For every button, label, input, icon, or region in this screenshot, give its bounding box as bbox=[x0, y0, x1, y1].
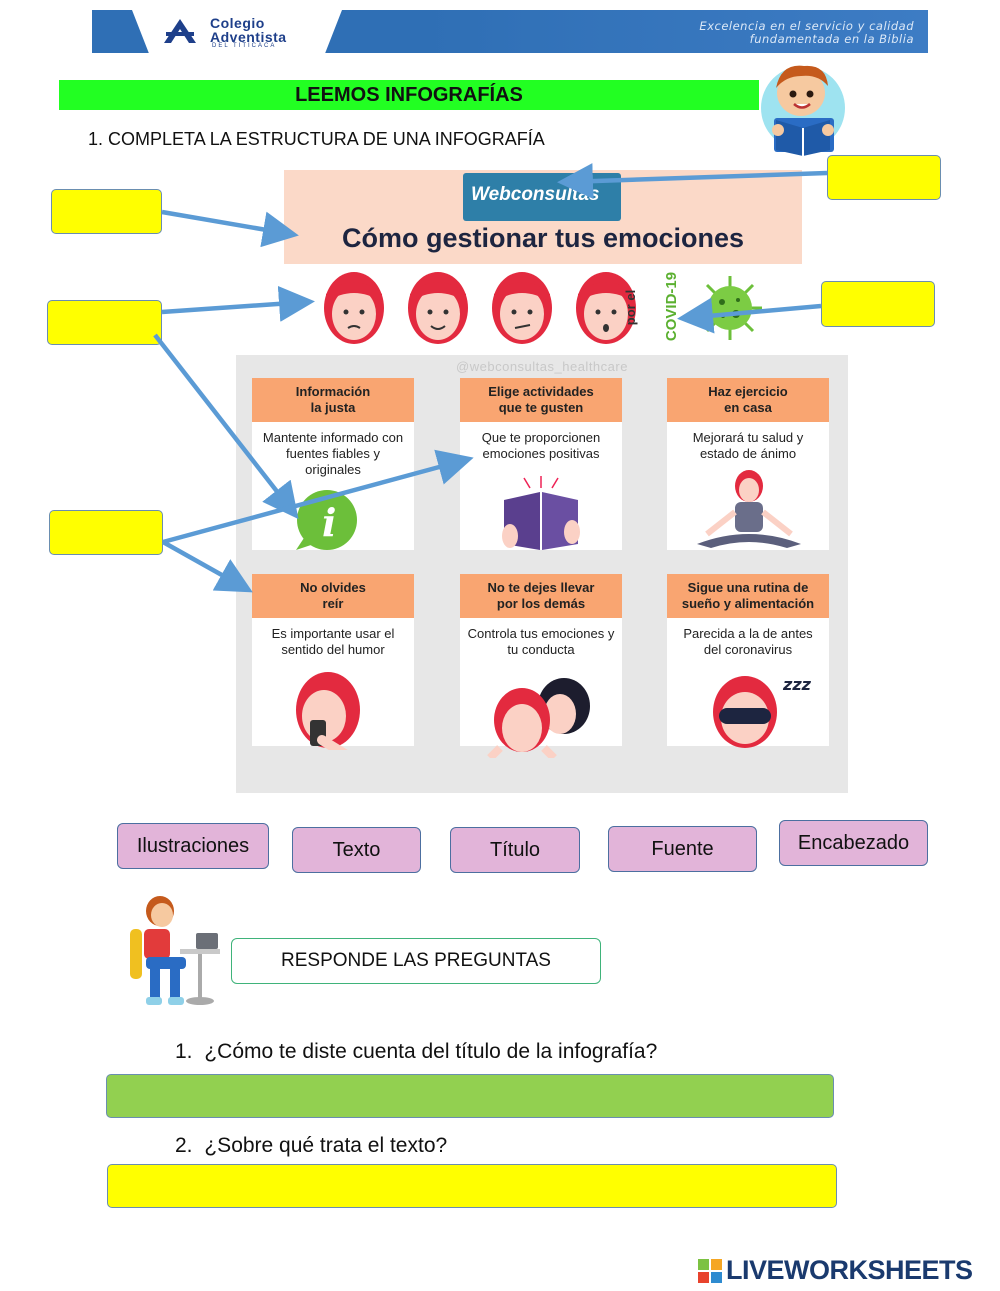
card-heading: Elige actividades que te gusten bbox=[460, 378, 622, 422]
card-text: Parecida a la de antes del coronavirus bbox=[683, 626, 813, 657]
logo-panel bbox=[132, 10, 342, 53]
responde-heading: RESPONDE LAS PREGUNTAS bbox=[231, 938, 601, 984]
face-3 bbox=[492, 272, 552, 344]
face-2 bbox=[408, 272, 468, 344]
word-chip-titulo[interactable]: Título bbox=[450, 827, 580, 873]
question-number: 2. bbox=[175, 1134, 193, 1157]
card-heading: Sigue una rutina de sueño y alimentación bbox=[667, 574, 829, 618]
infographic-watermark: @webconsultas_healthcare bbox=[456, 359, 628, 374]
card-text: Controla tus emociones y tu conducta bbox=[467, 626, 615, 657]
question-1: 1. ¿Cómo te diste cuenta del título de l… bbox=[175, 1040, 657, 1064]
school-name-line2: Adventista bbox=[210, 29, 287, 45]
card-text: Mantente informado con fuentes fiables y… bbox=[262, 430, 404, 477]
answer-input-2[interactable] bbox=[107, 1164, 837, 1208]
emotion-faces-illustration bbox=[324, 272, 762, 344]
covid-name-text: COVID-19 bbox=[663, 271, 681, 342]
sleeping-girl-icon: zzz bbox=[713, 675, 812, 748]
card-reir: No olvides reír Es importante usar el se… bbox=[252, 574, 414, 750]
question-number: 1. bbox=[175, 1040, 193, 1063]
word-chip-fuente[interactable]: Fuente bbox=[608, 826, 757, 872]
school-motto: Excelencia en el servicio y calidad fund… bbox=[699, 20, 914, 46]
arrow-to-faces bbox=[161, 285, 315, 322]
worksheet-title-bar: LEEMOS INFOGRAFÍAS bbox=[59, 80, 759, 110]
arrow-to-card bbox=[161, 540, 253, 593]
motto-line1: Excelencia en el servicio y calidad bbox=[699, 19, 914, 33]
answer-input-1[interactable] bbox=[106, 1074, 834, 1118]
liveworksheets-logo-text: LIVEWORKSHEETS bbox=[726, 1255, 973, 1285]
laughing-girl-icon bbox=[296, 672, 360, 750]
boy-reading-illustration bbox=[761, 65, 845, 156]
question-text: ¿Cómo te diste cuenta del título de la i… bbox=[204, 1040, 658, 1063]
school-logo-icon bbox=[164, 19, 196, 43]
two-people-icon bbox=[487, 678, 590, 758]
card-text: Es importante usar el sentido del humor bbox=[271, 626, 395, 657]
label-box-illustrations[interactable] bbox=[47, 300, 162, 345]
label-box-header[interactable] bbox=[821, 281, 935, 327]
instruction-text: 1. COMPLETA LA ESTRUCTURA DE UNA INFOGRA… bbox=[88, 129, 545, 149]
source-logo-text: Webconsultas bbox=[471, 184, 600, 205]
liveworksheets-logo: LIVEWORKSHEETS bbox=[698, 1255, 998, 1285]
school-name-line1: Colegio bbox=[210, 15, 265, 31]
school-name: Colegio Adventista bbox=[210, 16, 287, 44]
source-logo: Webconsultas bbox=[463, 173, 621, 221]
covid-label: por el COVID-19 bbox=[623, 270, 681, 350]
card-heading: No olvides reír bbox=[252, 574, 414, 618]
label-box-source[interactable] bbox=[827, 155, 941, 200]
school-subtitle: DEL TITICACA bbox=[212, 43, 277, 49]
face-4 bbox=[576, 272, 636, 344]
face-1 bbox=[324, 272, 384, 344]
boy-computer-illustration bbox=[130, 896, 220, 1005]
label-box-text[interactable] bbox=[49, 510, 163, 555]
card-text: Mejorará tu salud y estado de ánimo bbox=[692, 430, 804, 461]
motto-line2: fundamentada en la Biblia bbox=[749, 32, 914, 46]
card-heading: No te dejes llevar por los demás bbox=[460, 574, 622, 618]
school-banner: Colegio Adventista DEL TITICACA Excelenc… bbox=[92, 10, 928, 53]
covid-by-text: por el bbox=[623, 289, 639, 326]
question-text: ¿Sobre qué trata el texto? bbox=[204, 1134, 448, 1157]
card-demas: No te dejes llevar por los demás Control… bbox=[460, 574, 622, 758]
worksheet-title: LEEMOS INFOGRAFÍAS bbox=[295, 84, 523, 106]
svg-text:i: i bbox=[322, 500, 336, 545]
card-informacion: Información la justa Mantente informado … bbox=[252, 378, 414, 550]
info-bubble-icon: i bbox=[296, 490, 357, 550]
card-heading: Información la justa bbox=[252, 378, 414, 422]
word-chip-encabezado[interactable]: Encabezado bbox=[779, 820, 928, 866]
open-book-icon bbox=[502, 476, 580, 550]
card-text: Que te proporcionen emociones positivas bbox=[481, 430, 601, 461]
infographic-title: Cómo gestionar tus emociones bbox=[341, 223, 745, 253]
card-ejercicio: Haz ejercicio en casa Mejorará tu salud … bbox=[667, 378, 829, 550]
word-chip-ilustraciones[interactable]: Ilustraciones bbox=[117, 823, 269, 869]
label-box-title[interactable] bbox=[51, 189, 162, 234]
virus-icon bbox=[698, 276, 762, 340]
liveworksheets-logo-icon bbox=[698, 1259, 722, 1283]
arrow-to-title bbox=[161, 209, 299, 248]
card-actividades: Elige actividades que te gusten Que te p… bbox=[460, 378, 622, 550]
card-heading: Haz ejercicio en casa bbox=[667, 378, 829, 422]
question-2: 2. ¿Sobre qué trata el texto? bbox=[175, 1134, 447, 1158]
zzz-text: zzz bbox=[782, 675, 812, 694]
meditation-icon bbox=[697, 470, 801, 548]
word-chip-texto[interactable]: Texto bbox=[292, 827, 421, 873]
card-rutina: Sigue una rutina de sueño y alimentación… bbox=[667, 574, 829, 748]
